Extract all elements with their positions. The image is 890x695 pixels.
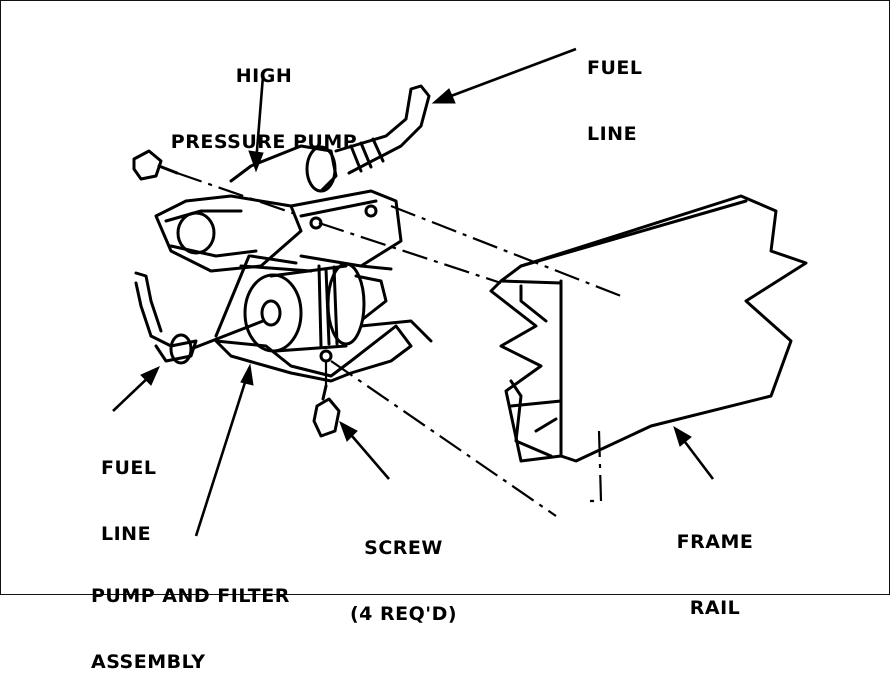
leader-arrows [112, 47, 715, 537]
alignment-lines [176, 171, 622, 517]
label-high-pressure-pump: HIGH PRESSURE PUMP [169, 21, 359, 175]
high-pressure-pump [154, 144, 403, 273]
fuel-pump-illustration [112, 47, 808, 537]
label-frame-rail-line2: RAIL [689, 597, 741, 619]
arrow-pump-filter [194, 372, 250, 537]
arrow-high-pressure-pump [254, 75, 265, 164]
label-screw-line2: (4 REQ'D) [349, 603, 458, 625]
label-screw: SCREW (4 REQ'D) [341, 493, 466, 647]
arrow-fuel-line-top [442, 47, 577, 101]
pump-filter-assembly [214, 254, 433, 383]
label-pump-filter-line2: ASSEMBLY [91, 651, 206, 673]
label-high-pressure-pump-line1: HIGH [235, 65, 293, 87]
label-fuel-line-left-line2: LINE [101, 523, 152, 545]
label-fuel-line-left: FUEL LINE [101, 413, 157, 567]
label-fuel-line-top-line1: FUEL [587, 57, 643, 79]
frame-rail [489, 194, 808, 463]
label-pump-filter-assembly: PUMP AND FILTER ASSEMBLY [91, 541, 290, 695]
diagram-canvas: HIGH PRESSURE PUMP FUEL LINE FUEL LINE S… [0, 0, 890, 673]
fuel-line-fittings [132, 84, 431, 438]
label-fuel-line-top: FUEL LINE [587, 13, 643, 167]
label-frame-rail-line1: FRAME [676, 531, 754, 553]
label-high-pressure-pump-line2: PRESSURE PUMP [170, 131, 358, 153]
label-frame-rail: FRAME RAIL [665, 487, 765, 641]
label-fuel-line-top-line2: LINE [587, 123, 638, 145]
label-fuel-line-left-line1: FUEL [101, 457, 157, 479]
label-screw-line1: SCREW [364, 537, 443, 559]
arrow-screw [345, 428, 390, 480]
label-pump-filter-line1: PUMP AND FILTER [91, 585, 290, 607]
